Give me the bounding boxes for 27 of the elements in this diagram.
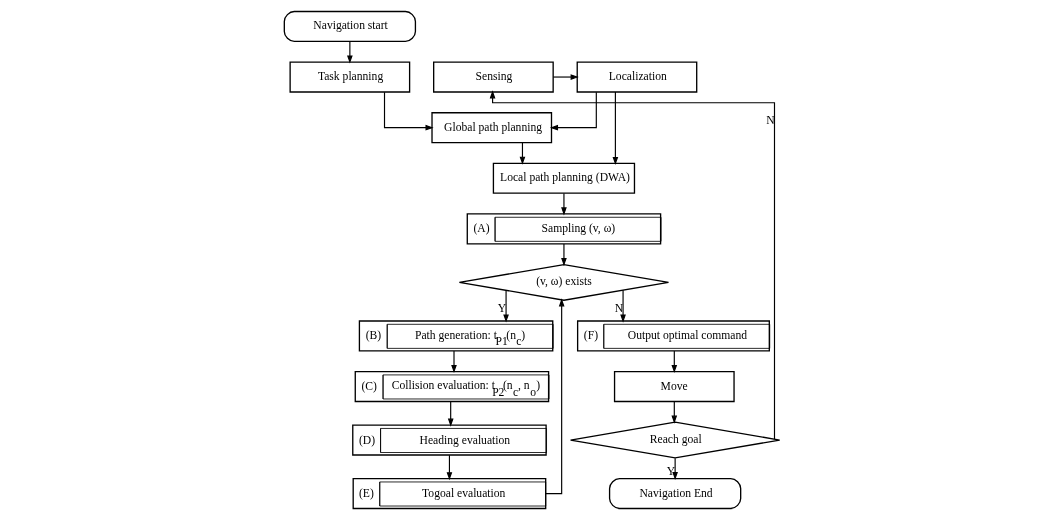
node-box: Localization xyxy=(576,61,697,93)
node-box: Navigation End xyxy=(608,477,741,510)
node-box: Global path planning xyxy=(430,112,552,144)
edge-label: N xyxy=(765,114,775,128)
arrow xyxy=(619,289,626,323)
node-box: Task planning xyxy=(288,61,410,93)
arrow xyxy=(383,91,434,131)
edge-label: Y xyxy=(497,302,506,316)
node-box: Navigation start xyxy=(283,10,416,43)
node-diamond: Reach goal xyxy=(569,421,780,459)
node-diamond: (v, ω) exists xyxy=(458,263,669,301)
arrow xyxy=(544,298,564,495)
arrow xyxy=(502,289,509,323)
arrow xyxy=(489,90,775,440)
arrow xyxy=(671,457,678,481)
node-box: Move xyxy=(613,370,735,403)
arrow xyxy=(549,91,597,131)
arrow xyxy=(346,41,353,64)
arrow xyxy=(560,192,567,216)
node-box: Local path planning (DWA) xyxy=(492,162,635,194)
arrow xyxy=(612,91,618,166)
edge-label: Y xyxy=(666,464,675,478)
arrow xyxy=(560,243,567,267)
node-box: Sensing xyxy=(432,61,554,93)
arrow xyxy=(450,350,457,374)
edge-label: N xyxy=(614,301,623,315)
arrow xyxy=(552,74,579,80)
